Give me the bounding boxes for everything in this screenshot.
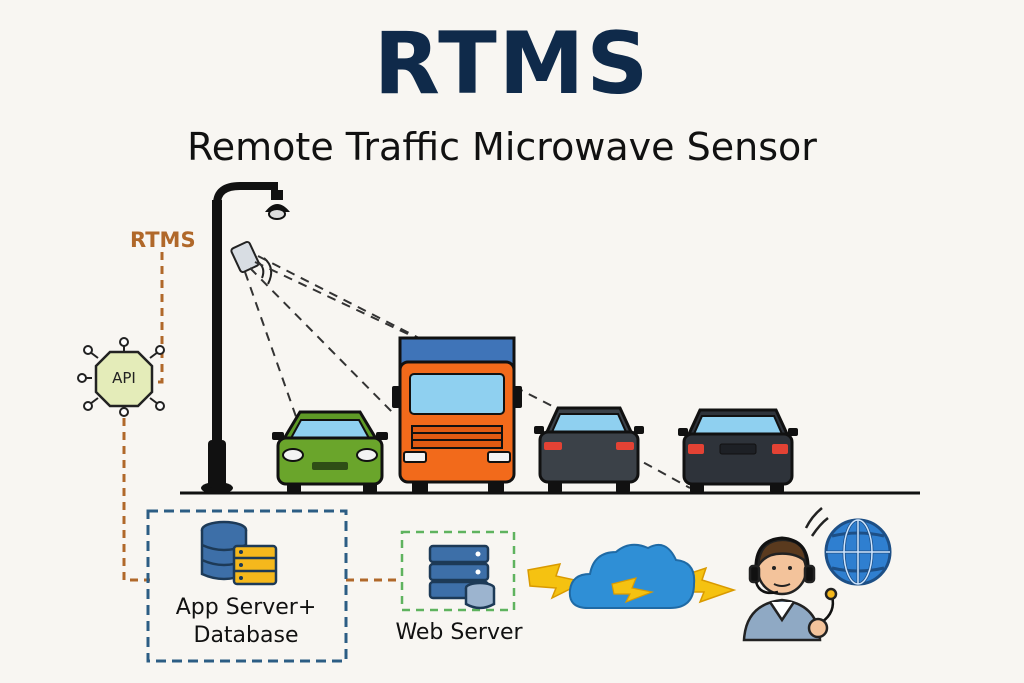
street-lamp-icon [201, 182, 290, 494]
globe-grid-highlight [826, 519, 890, 585]
dark-car-icon [534, 406, 644, 494]
radar-sensor-icon [230, 240, 273, 285]
page-title: RTMS [373, 14, 651, 114]
app-server-label: App Server+ Database [148, 594, 344, 650]
sensor-label: RTMS [130, 228, 196, 252]
api-label: API [112, 369, 136, 387]
orange-truck-icon [392, 336, 522, 494]
signal-arcs [804, 507, 829, 537]
page-subtitle: Remote Traffic Microwave Sensor [187, 125, 817, 169]
chip-icon [77, 337, 165, 417]
radar-beams [244, 255, 691, 489]
green-car-icon [272, 410, 388, 494]
app-server-box [146, 509, 348, 663]
app-server-label-line1: App Server+ [175, 595, 317, 620]
web-server-label: Web Server [395, 620, 523, 645]
app-server-label-line2: Database [193, 623, 299, 648]
dark-car-rear-icon [678, 408, 798, 494]
server-stack-icon [428, 544, 496, 610]
web-server-box [400, 530, 516, 612]
database-server-icon [200, 520, 278, 586]
cloud-icon [568, 543, 696, 609]
operator-icon [742, 536, 838, 642]
